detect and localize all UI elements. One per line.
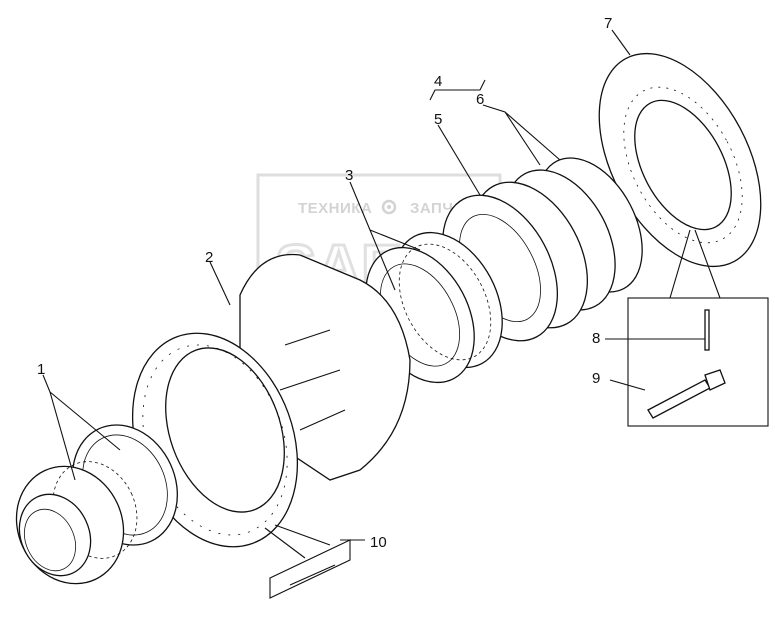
callout-2: 2: [205, 249, 213, 266]
part-1-bearing: [15, 424, 178, 585]
callout-5: 5: [434, 111, 442, 128]
inset-8-9: [627, 229, 769, 427]
gear-icon: [381, 199, 397, 215]
part-7-disk: [598, 52, 762, 268]
callout-6: 6: [476, 91, 484, 108]
inset-10: [264, 524, 351, 599]
callout-labels: 1 2 3 4 5 6 7 8 9 10: [37, 15, 612, 551]
watermark-left-text: ТЕХНИКА: [298, 200, 372, 217]
callout-4: 4: [434, 73, 442, 90]
part-5-6-hub-assembly: [441, 157, 643, 342]
callout-10: 10: [370, 534, 387, 551]
part-2-housing: [131, 253, 411, 548]
leader-lines: [42, 29, 705, 541]
callout-7: 7: [604, 15, 612, 32]
callout-1: 1: [37, 361, 45, 378]
callout-9: 9: [592, 370, 600, 387]
callout-3: 3: [345, 167, 353, 184]
callout-8: 8: [592, 330, 600, 347]
